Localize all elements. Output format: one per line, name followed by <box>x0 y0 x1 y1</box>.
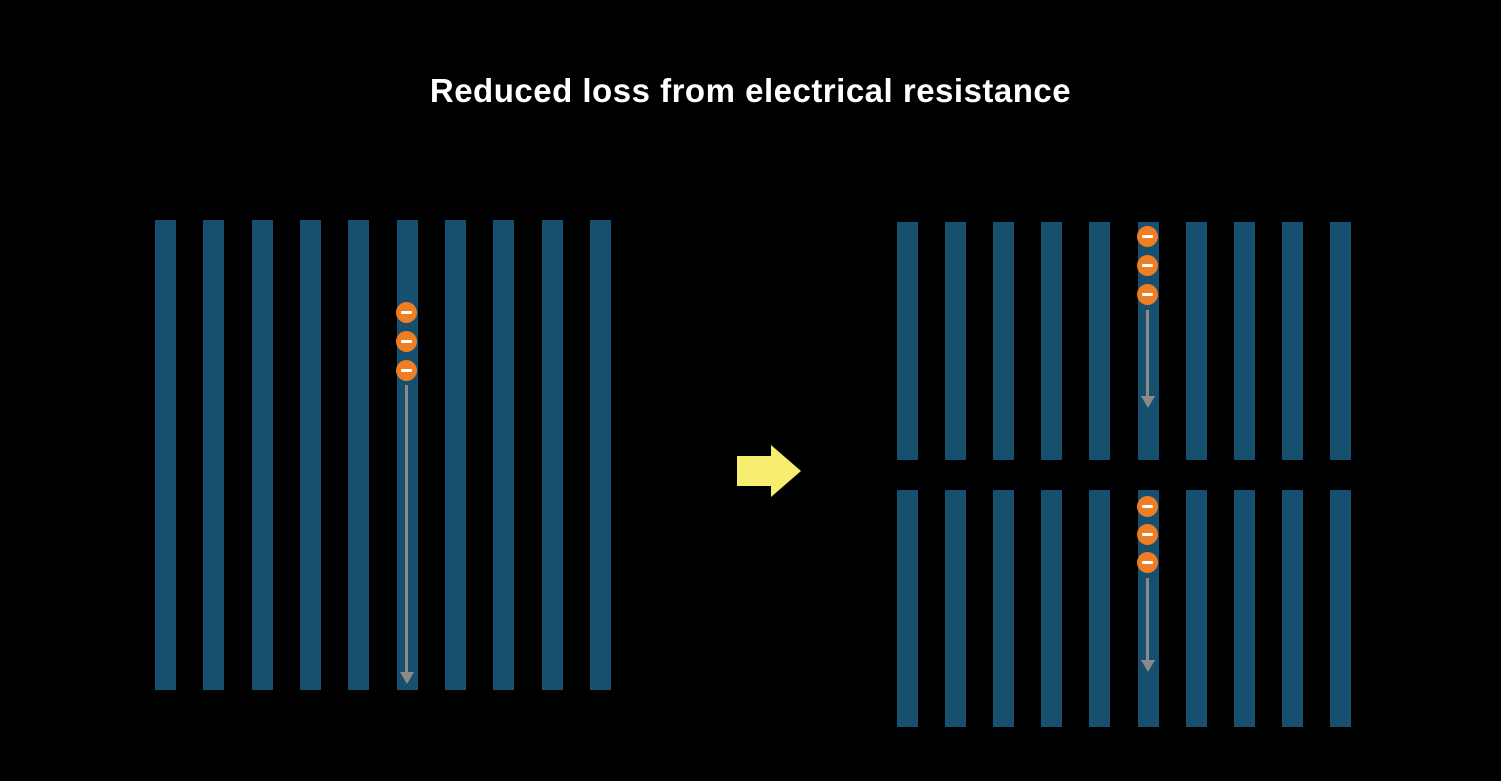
arrow-tip <box>771 445 801 497</box>
half-cell-top-panel <box>897 222 1351 460</box>
cell-strip-bar <box>348 220 370 690</box>
full-cell-panel <box>155 220 611 690</box>
flow-arrow-line <box>1146 578 1149 660</box>
cell-strip-bar <box>444 220 466 690</box>
electron-icon <box>396 360 417 381</box>
cell-strip-bar <box>1089 222 1111 460</box>
diagram-title: Reduced loss from electrical resistance <box>429 72 1072 109</box>
cell-strip-bar <box>203 220 225 690</box>
cell-strip-bar <box>1281 490 1303 727</box>
cell-strip-bar <box>1281 222 1303 460</box>
electron-group <box>155 220 611 690</box>
minus-icon <box>1142 561 1153 564</box>
cell-strip-bar <box>1329 222 1351 460</box>
electron-icon <box>1137 552 1158 573</box>
cell-strip-group <box>155 220 611 690</box>
electron-flow-overlay <box>897 222 1351 460</box>
cell-strip-group <box>897 490 1351 727</box>
electron-group <box>897 490 1351 727</box>
cell-strip-bar <box>1041 490 1063 727</box>
cell-strip-bar <box>1185 490 1207 727</box>
minus-icon <box>1142 235 1153 238</box>
flow-arrow-line <box>405 385 408 672</box>
cell-strip-bar <box>493 220 515 690</box>
flow-arrow-head <box>1141 660 1155 672</box>
minus-icon <box>1142 505 1153 508</box>
minus-icon <box>401 340 412 343</box>
cell-strip-bar <box>945 490 967 727</box>
cell-strip-bar <box>897 222 918 460</box>
minus-icon <box>1142 533 1153 536</box>
electron-group <box>897 222 1351 460</box>
cell-strip-bar <box>299 220 321 690</box>
right-arrow-icon <box>737 445 801 497</box>
cell-strip-bar <box>1329 490 1351 727</box>
cell-strip-bar <box>897 490 918 727</box>
cell-strip-bar <box>993 222 1015 460</box>
cell-strip-bar <box>945 222 967 460</box>
electron-icon <box>1137 524 1158 545</box>
arrow-shaft <box>737 456 771 486</box>
flow-arrow-head <box>1141 396 1155 408</box>
cell-strip-bar <box>1233 222 1255 460</box>
minus-icon <box>1142 293 1153 296</box>
electron-flow-overlay <box>155 220 611 690</box>
electron-icon <box>1137 284 1158 305</box>
cell-strip-bar <box>155 220 176 690</box>
electron-icon <box>1137 255 1158 276</box>
cell-strip-bar <box>1089 490 1111 727</box>
minus-icon <box>401 311 412 314</box>
cell-strip-bar <box>1233 490 1255 727</box>
cell-strip-bar <box>1041 222 1063 460</box>
electron-icon <box>396 302 417 323</box>
cell-strip-bar <box>541 220 563 690</box>
electron-flow-overlay <box>897 490 1351 727</box>
cell-strip-bar <box>1185 222 1207 460</box>
half-cell-bottom-panel <box>897 490 1351 727</box>
minus-icon <box>401 369 412 372</box>
cell-strip-bar <box>993 490 1015 727</box>
cell-strip-bar <box>251 220 273 690</box>
electron-icon <box>1137 496 1158 517</box>
electron-icon <box>1137 226 1158 247</box>
electron-icon <box>396 331 417 352</box>
flow-arrow-head <box>400 672 414 684</box>
cell-strip-bar <box>589 220 611 690</box>
flow-arrow-line <box>1146 310 1149 396</box>
minus-icon <box>1142 264 1153 267</box>
